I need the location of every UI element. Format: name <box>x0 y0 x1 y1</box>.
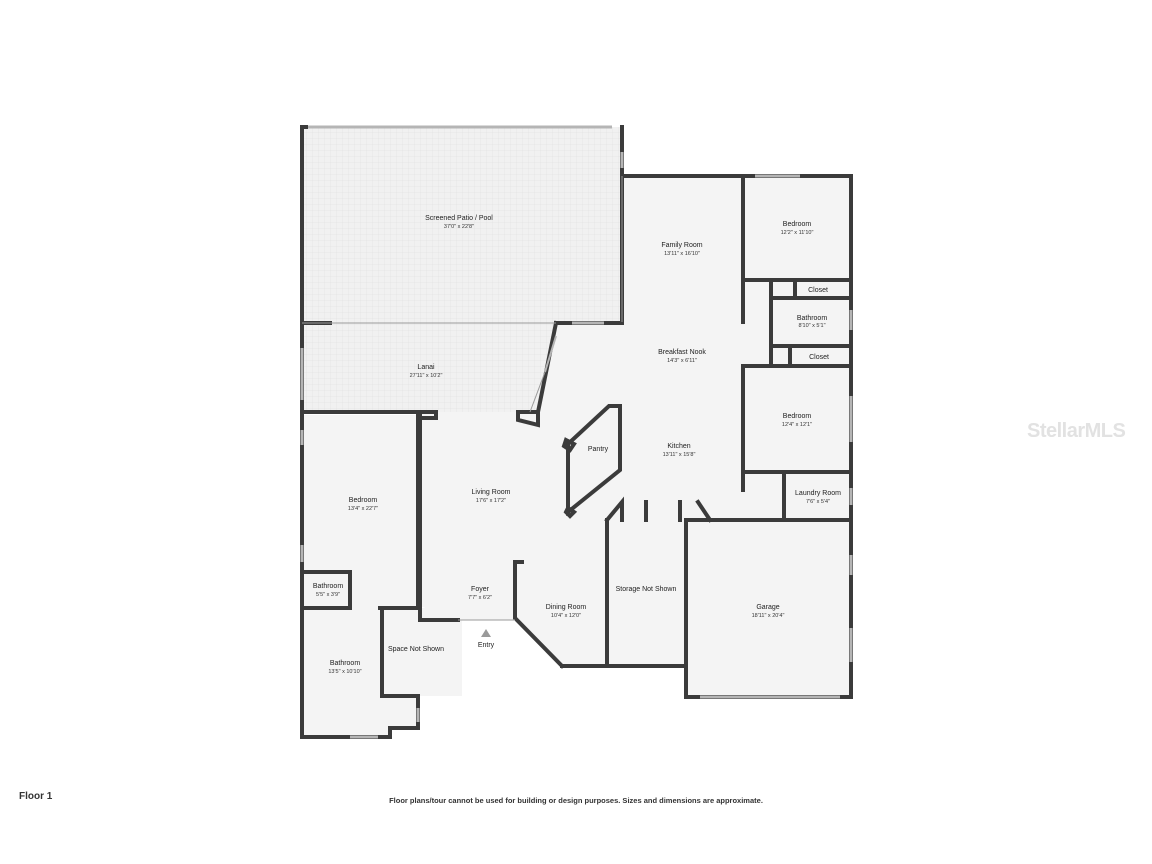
dim-breakfast-nook: 14'3" x 6'11" <box>667 358 697 364</box>
label-entry: Entry <box>478 642 495 649</box>
dim-bathroom-e: 8'10" x 5'1" <box>798 323 825 329</box>
label-foyer: Foyer <box>471 586 490 593</box>
label-lanai: Lanai <box>417 364 435 371</box>
label-bedroom-ne: Bedroom <box>783 221 812 228</box>
label-pantry: Pantry <box>588 446 609 453</box>
thin-dividers <box>302 176 623 621</box>
label-patio: Screened Patio / Pool <box>425 215 493 222</box>
dim-living-room: 17'6" x 17'2" <box>476 498 506 504</box>
dim-patio: 37'0" x 22'8" <box>444 224 474 230</box>
disclaimer: Floor plans/tour cannot be used for buil… <box>389 796 763 805</box>
label-garage: Garage <box>756 604 779 611</box>
label-bathroom-sw: Bathroom <box>330 660 361 667</box>
watermark-logo: StellarMLS <box>1027 420 1126 442</box>
windows <box>300 125 853 739</box>
dim-bedroom-ne: 12'2" x 11'10" <box>781 230 814 236</box>
dim-family-room: 13'11" x 16'10" <box>664 251 700 257</box>
label-breakfast-nook: Breakfast Nook <box>658 349 706 356</box>
label-bathroom-e: Bathroom <box>797 315 828 322</box>
label-storage: Storage Not Shown <box>616 586 677 593</box>
dim-garage: 18'11" x 20'4" <box>752 613 785 619</box>
entry-arrow-icon <box>481 629 491 637</box>
label-dining-room: Dining Room <box>546 604 587 611</box>
dim-bedroom-e: 12'4" x 12'1" <box>782 422 812 428</box>
dim-laundry: 7'6" x 5'4" <box>806 499 830 505</box>
dim-bathroom-sw: 13'5" x 10'10" <box>328 669 361 675</box>
label-bedroom-w: Bedroom <box>349 497 378 504</box>
label-closet-2: Closet <box>809 354 829 361</box>
label-family-room: Family Room <box>661 242 702 249</box>
dim-bath-small: 5'5" x 3'9" <box>316 592 340 598</box>
label-bedroom-e: Bedroom <box>783 413 812 420</box>
dim-lanai: 27'11" x 10'2" <box>410 373 443 379</box>
dim-foyer: 7'7" x 6'2" <box>468 595 492 601</box>
floor-label: Floor 1 <box>19 791 53 802</box>
dim-kitchen: 13'11" x 15'8" <box>663 452 696 458</box>
label-space-not-shown: Space Not Shown <box>388 646 444 653</box>
dim-dining-room: 10'4" x 12'0" <box>551 613 581 619</box>
dim-bedroom-w: 13'4" x 22'7" <box>348 506 378 512</box>
label-bath-small: Bathroom <box>313 583 344 590</box>
floor-fills <box>302 127 851 737</box>
label-laundry: Laundry Room <box>795 490 841 497</box>
label-closet-1: Closet <box>808 287 828 294</box>
label-living-room: Living Room <box>472 489 511 496</box>
label-kitchen: Kitchen <box>667 443 690 450</box>
